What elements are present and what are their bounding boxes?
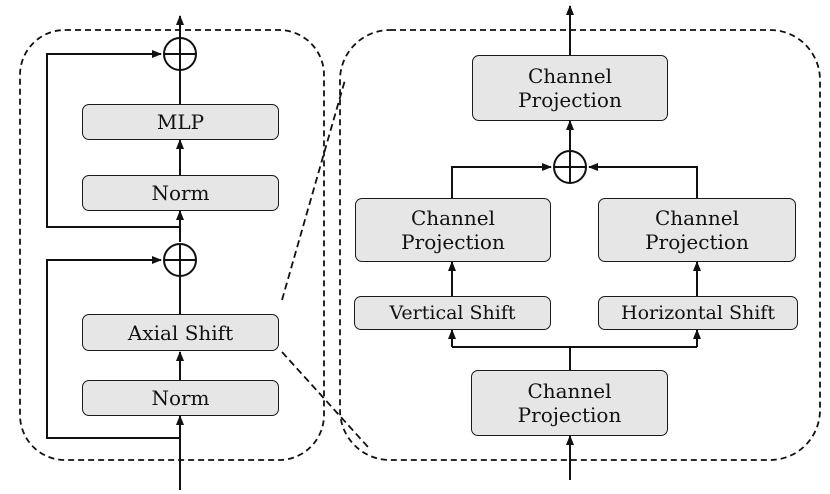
label-line-2: Projection — [517, 403, 622, 427]
label-line-2: Projection — [518, 88, 622, 112]
right-dashed-container — [339, 29, 821, 461]
right-split-line — [452, 346, 571, 370]
axial-shift-block: Axial Shift — [82, 314, 279, 351]
left-proj-to-sum-arrow — [451, 163, 552, 198]
zoom-line-bottom — [281, 351, 369, 448]
zoom-line-top — [281, 79, 346, 301]
norm-top-block: Norm — [82, 175, 279, 211]
label-line-2: Projection — [645, 230, 749, 254]
lower-residual-skip — [46, 256, 180, 439]
upper-residual-skip — [46, 50, 180, 228]
horizontal-shift-block: Horizontal Shift — [598, 296, 798, 330]
left-dashed-container — [19, 29, 325, 461]
label-line-1: Channel — [654, 206, 740, 230]
right-proj-to-sum-arrow — [588, 163, 698, 198]
label-line-2: Projection — [401, 230, 505, 254]
mlp-block: MLP — [82, 104, 279, 140]
left-upper-sum-node — [163, 37, 197, 71]
label-line-1: Channel — [410, 206, 496, 230]
right-sum-node — [553, 150, 587, 184]
left-lower-sum-node — [163, 243, 197, 277]
label-line-1: Channel — [527, 64, 613, 88]
label-line-1: Channel — [527, 379, 612, 403]
norm-bottom-block: Norm — [82, 380, 279, 416]
vertical-shift-block: Vertical Shift — [354, 296, 551, 330]
